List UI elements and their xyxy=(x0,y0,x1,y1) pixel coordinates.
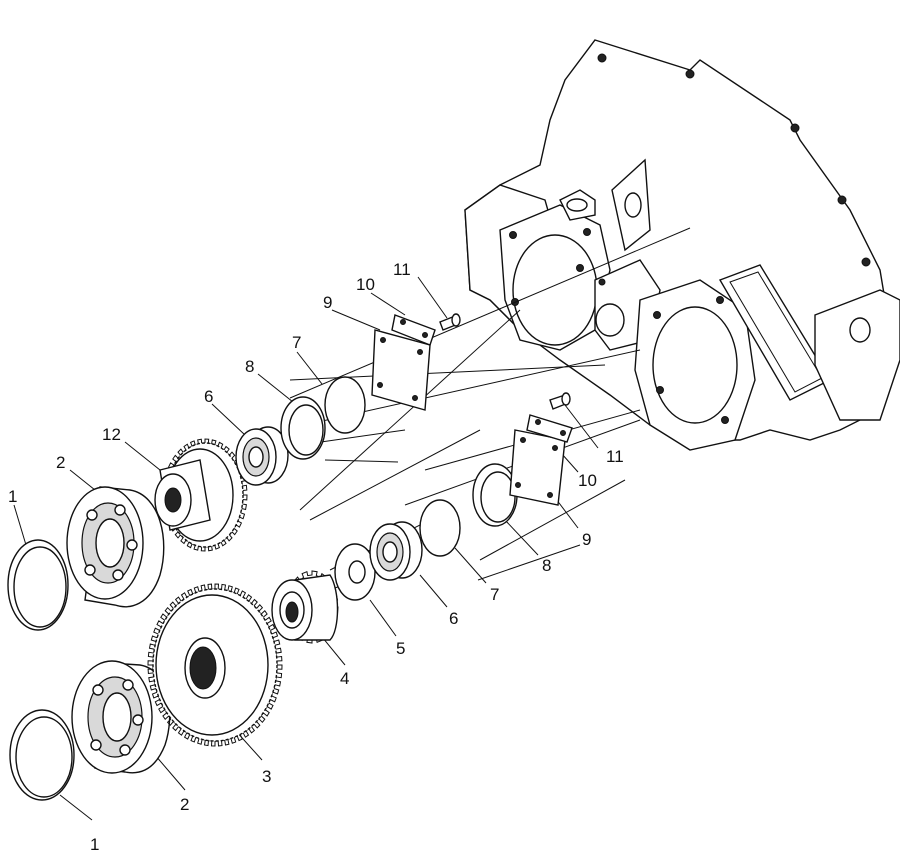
washer-5 xyxy=(334,543,376,601)
gear-3 xyxy=(147,583,283,747)
callout-4: 4 xyxy=(340,669,349,688)
cover-9-bottom xyxy=(509,429,566,506)
oring-7-bottom xyxy=(419,499,461,557)
callout-9-bottom: 9 xyxy=(582,530,591,549)
callout-3: 3 xyxy=(262,767,271,786)
washer-10-bottom xyxy=(526,414,573,443)
bearing-top xyxy=(66,486,165,608)
callout-1-top: 1 xyxy=(8,487,17,506)
callout-12: 12 xyxy=(102,425,121,444)
gearbox-housing xyxy=(464,39,900,451)
bearing-6-top xyxy=(235,426,289,486)
callout-1-bottom: 1 xyxy=(90,835,99,854)
callout-7-top: 7 xyxy=(292,333,301,352)
bolt-11-bottom xyxy=(549,392,571,410)
callout-labels: 1 2 12 6 8 7 9 10 11 11 10 9 8 7 6 5 4 3… xyxy=(8,260,624,854)
snap-ring-top xyxy=(7,539,69,631)
bearing-6-bottom xyxy=(369,521,423,581)
hub-4 xyxy=(271,570,339,644)
oring-7-top xyxy=(324,376,366,434)
callout-2-top: 2 xyxy=(56,453,65,472)
callout-9-top: 9 xyxy=(323,293,332,312)
callout-11-top: 11 xyxy=(393,260,411,279)
callout-5: 5 xyxy=(396,639,405,658)
snap-ring-bottom xyxy=(9,709,75,801)
callout-6-bottom: 6 xyxy=(449,609,458,628)
washer-10-top xyxy=(391,314,436,346)
callout-8-bottom: 8 xyxy=(542,556,551,575)
bearing-bottom xyxy=(71,660,171,774)
callout-7-bottom: 7 xyxy=(490,585,499,604)
callout-11-bottom: 11 xyxy=(606,447,624,466)
gear-12 xyxy=(154,438,248,552)
callout-10-bottom: 10 xyxy=(578,471,597,490)
cover-9-top xyxy=(371,329,431,411)
callout-10-top: 10 xyxy=(356,275,375,294)
callout-6-top: 6 xyxy=(204,387,213,406)
callout-2-bottom: 2 xyxy=(180,795,189,814)
ring-8-top xyxy=(280,396,326,460)
callout-8-top: 8 xyxy=(245,357,254,376)
bolt-11-top xyxy=(439,313,461,331)
